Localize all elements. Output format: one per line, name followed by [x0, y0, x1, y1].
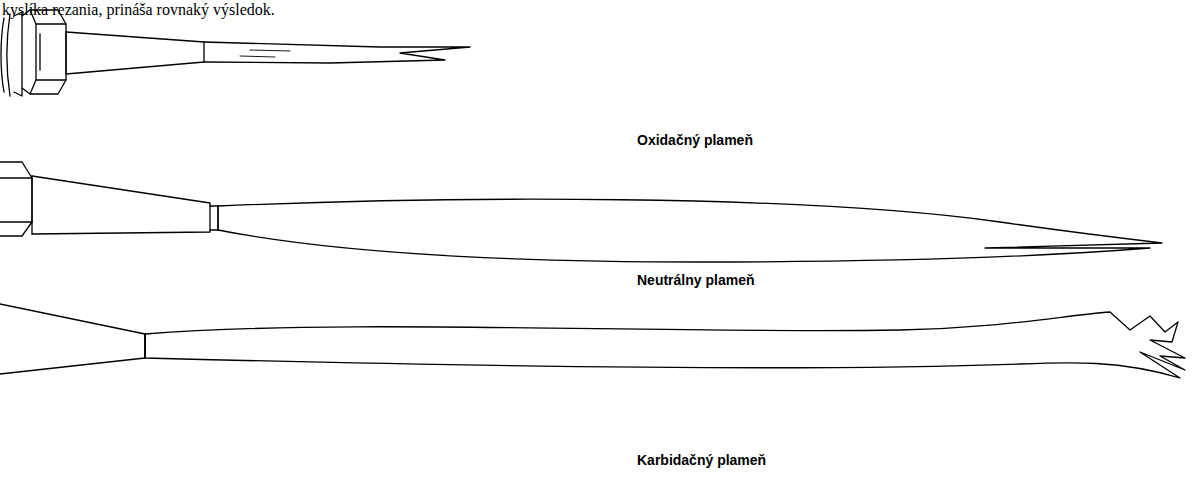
- oxidizing-torch: [1, 10, 470, 96]
- neutral-torch: [0, 162, 1162, 262]
- carburizing-torch: [0, 304, 1185, 378]
- flame-label: Karbidačný plameň: [637, 452, 766, 468]
- flame-label: Oxidačný plameň: [637, 132, 753, 148]
- flame-label: Neutrálny plameň: [637, 272, 754, 288]
- note-text: kyslíka rezania, prináša rovnaký výsledo…: [2, 1, 275, 19]
